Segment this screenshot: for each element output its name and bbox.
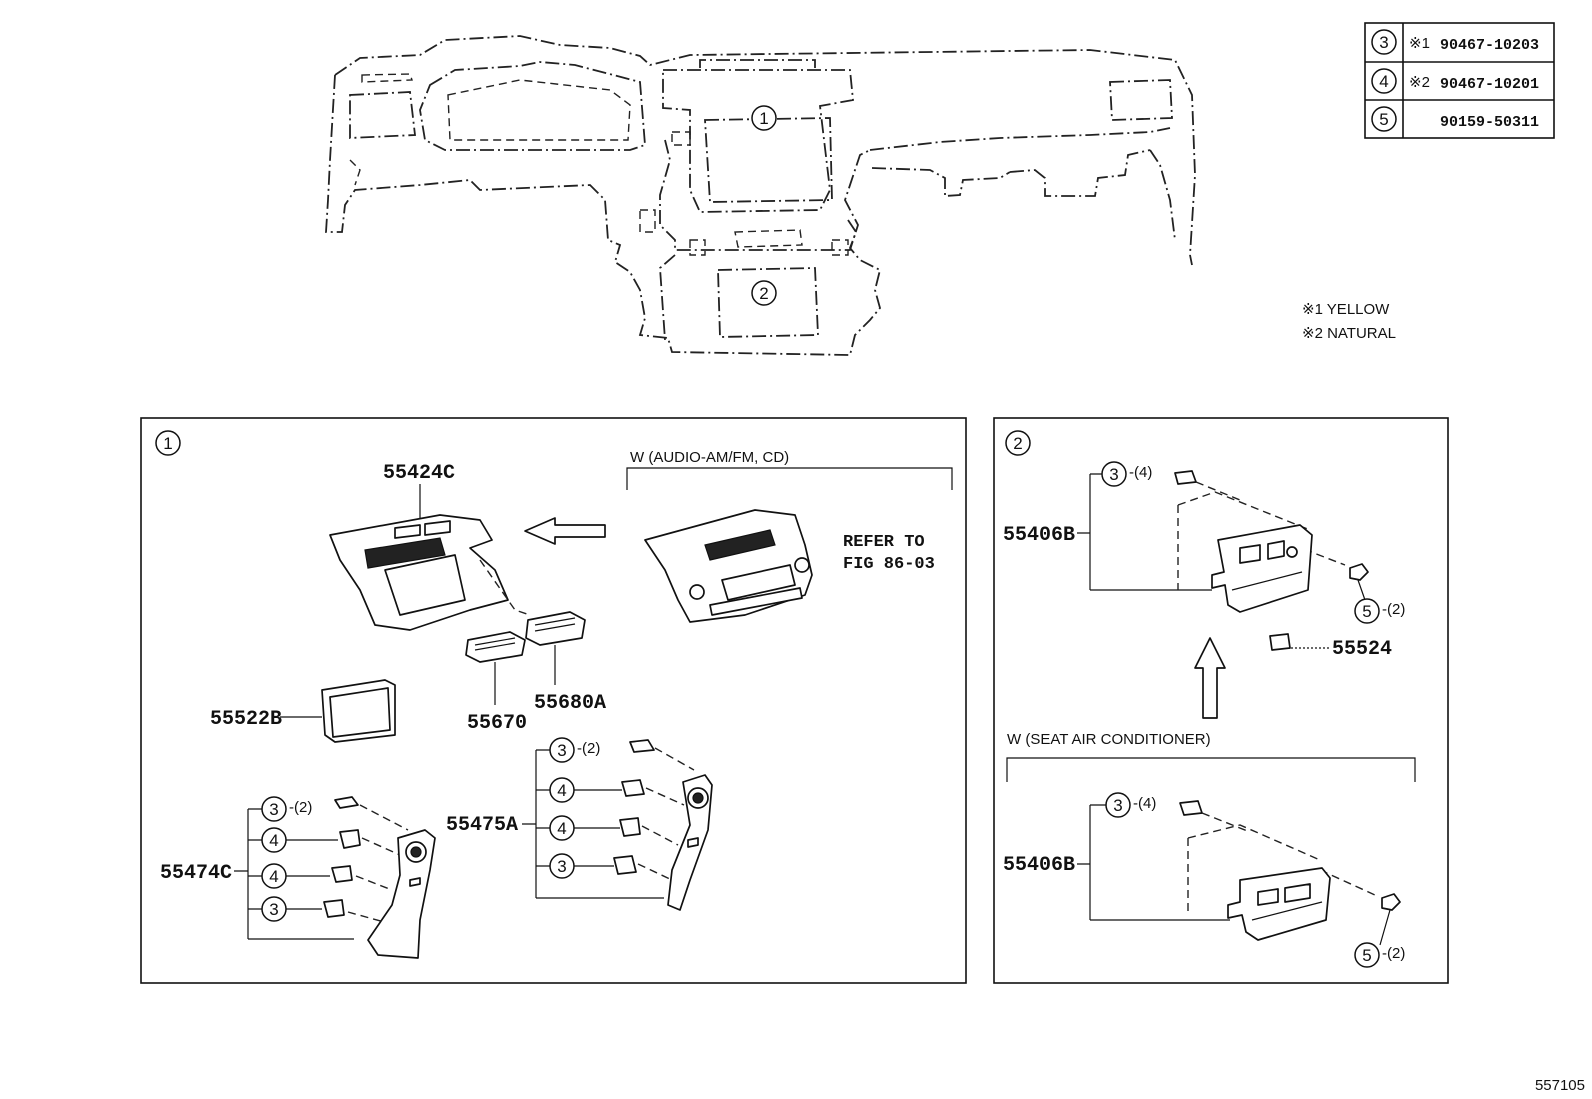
quantity-label: -(2) <box>1382 945 1405 962</box>
climate-control-bracket <box>1211 524 1313 613</box>
part-number-table: 3 ※1 90467-10203 4 ※2 90467-10201 5 9015… <box>1364 22 1555 139</box>
panel-2-callout: 2 <box>1013 434 1022 453</box>
air-vent-55680A <box>525 611 586 646</box>
figure-id: 557105 <box>1535 1077 1585 1094</box>
callout-4: 4 <box>261 827 287 853</box>
svg-text:3: 3 <box>269 800 278 819</box>
table-callout: 4 <box>1379 72 1388 91</box>
refer-fig-text: FIG 86-03 <box>843 555 935 574</box>
table-part-number: 90159-50311 <box>1440 114 1539 131</box>
part-55474C-label: 55474C <box>160 862 232 885</box>
table-row: 3 ※1 90467-10203 <box>1371 29 1539 55</box>
clip <box>323 796 361 918</box>
svg-text:3: 3 <box>557 741 566 760</box>
callout-3: 3 <box>549 737 575 763</box>
legend-yellow: ※1 YELLOW <box>1302 301 1390 318</box>
table-note: ※2 <box>1409 74 1430 91</box>
part-55524-label: 55524 <box>1332 638 1392 661</box>
callout-3: 3 <box>261 896 287 922</box>
quantity-label: -(2) <box>577 740 600 757</box>
part-55524-shape <box>1269 633 1291 651</box>
callout-3: 3 <box>1101 461 1127 487</box>
svg-text:4: 4 <box>557 781 566 800</box>
screw-5 <box>1349 563 1369 601</box>
quantity-label: -(4) <box>1129 464 1152 481</box>
part-55406B-label: 55406B <box>1003 854 1075 877</box>
svg-text:4: 4 <box>557 819 566 838</box>
svg-text:3: 3 <box>557 857 566 876</box>
table-row: 5 90159-50311 <box>1371 106 1539 132</box>
clip <box>613 739 655 875</box>
dashboard-overview: 1 2 <box>325 35 1196 356</box>
callout-4: 4 <box>549 777 575 803</box>
callout-3: 3 <box>1105 792 1131 818</box>
quantity-label: -(2) <box>1382 601 1405 618</box>
overview-callout-1: 1 <box>759 109 768 128</box>
svg-text:5: 5 <box>1362 602 1371 621</box>
variant-seat-ac-label: W (SEAT AIR CONDITIONER) <box>1007 731 1211 748</box>
callout-4: 4 <box>549 815 575 841</box>
bezel-55475A <box>667 774 713 911</box>
part-55406B-label: 55406B <box>1003 524 1075 547</box>
arrow-up-icon <box>1194 637 1226 719</box>
callout-5: 5 <box>1354 598 1380 624</box>
refer-to-text: REFER TO <box>843 533 925 552</box>
part-55522B-label: 55522B <box>210 708 282 731</box>
table-callout: 5 <box>1379 110 1388 129</box>
svg-text:3: 3 <box>269 900 278 919</box>
air-vent-55670 <box>465 631 526 663</box>
callout-5: 5 <box>1354 942 1380 968</box>
table-row: 4 ※2 90467-10201 <box>1371 68 1539 94</box>
legend-natural: ※2 NATURAL <box>1302 325 1396 342</box>
display-55522B <box>321 679 396 743</box>
detail-panel-2: 2 55406B 3 -(4) 5 -(2) <box>993 417 1449 984</box>
callout-4: 4 <box>261 863 287 889</box>
panel-1-callout: 1 <box>163 434 172 453</box>
center-cluster-panel <box>329 514 509 631</box>
svg-text:5: 5 <box>1362 946 1371 965</box>
climate-control-bracket <box>1227 867 1331 941</box>
bezel-55474C <box>367 829 436 959</box>
part-55670-label: 55670 <box>467 712 527 735</box>
part-55680A-label: 55680A <box>534 692 606 715</box>
svg-text:3: 3 <box>1109 465 1118 484</box>
table-part-number: 90467-10203 <box>1440 37 1539 54</box>
quantity-label: -(2) <box>289 799 312 816</box>
variant-audio-label: W (AUDIO-AM/FM, CD) <box>630 449 789 466</box>
screw-5 <box>1379 893 1401 946</box>
table-callout: 3 <box>1379 33 1388 52</box>
callout-3: 3 <box>261 796 287 822</box>
overview-callout-2: 2 <box>759 284 768 303</box>
table-note: ※1 <box>1409 35 1430 52</box>
detail-panel-1: 1 W (AUDIO-AM/FM, CD) 55424C REFER TO FI… <box>140 417 967 984</box>
part-55475A-label: 55475A <box>446 814 518 837</box>
audio-head-unit <box>644 509 813 623</box>
callout-3: 3 <box>549 853 575 879</box>
quantity-label: -(4) <box>1133 795 1156 812</box>
svg-text:4: 4 <box>269 831 278 850</box>
svg-text:4: 4 <box>269 867 278 886</box>
table-part-number: 90467-10201 <box>1440 76 1539 93</box>
part-55424C-label: 55424C <box>383 462 455 485</box>
svg-text:3: 3 <box>1113 796 1122 815</box>
